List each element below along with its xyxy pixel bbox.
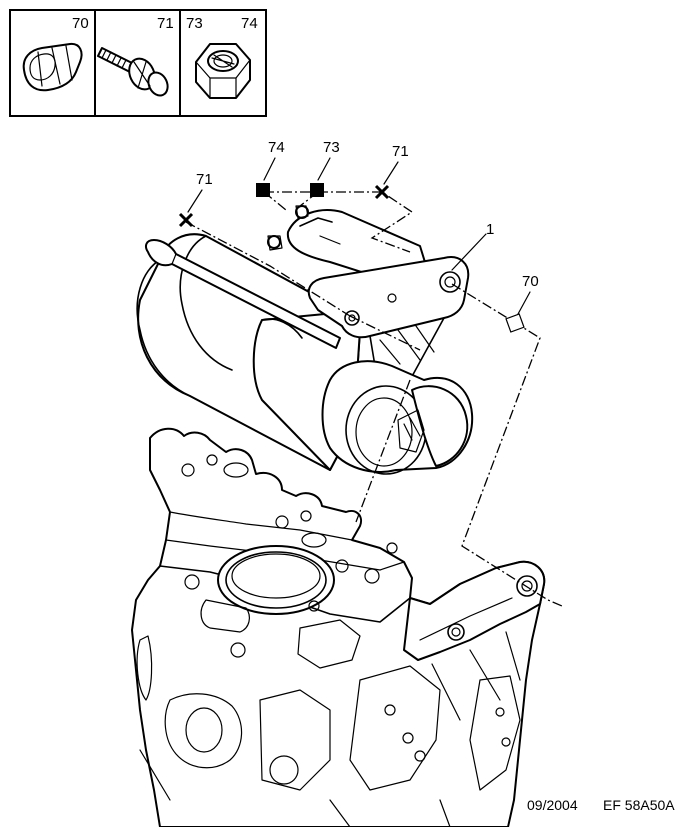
legend-cell-73-74: 73 74 [186,15,258,99]
bell-housing-flange [403,560,546,721]
fastener-markers [178,183,525,333]
legend-ref-70: 70 [72,15,89,32]
hex-nut-icon [195,43,251,99]
parts-legend: 70 71 73 74 [9,9,267,117]
legend-ref-73: 73 [186,15,203,32]
callout-74: 74 [268,139,285,156]
bolt-icon [97,47,169,97]
legend-cell-70: 70 [22,15,89,92]
drawing-reference: EF 58A50A [603,797,675,813]
callout-1: 1 [486,221,494,238]
drive-pinion-housing [321,360,474,475]
callout-71-top: 71 [392,143,409,160]
head-bolt-holes [181,454,398,658]
drawing-date: 09/2004 [527,797,578,813]
callout-73: 73 [323,139,340,156]
engine-block [131,427,546,827]
bolt-71-marker-left [178,212,194,228]
drawing-footer: 09/2004 EF 58A50A [527,797,675,813]
bolt-71-marker-top [374,184,390,200]
nut-74-marker [256,183,270,197]
legend-ref-71: 71 [157,15,174,32]
starter-motor [136,205,474,475]
callout-71-left: 71 [196,171,213,188]
nut-73-marker [310,183,324,197]
callout-70: 70 [522,273,539,290]
clip-nut-icon [22,42,83,92]
legend-cell-71: 71 [97,15,174,97]
cylinder-bore [217,545,335,615]
clip-70-marker [505,313,525,333]
legend-ref-74: 74 [241,15,258,32]
callouts: 74 73 71 71 1 70 [187,139,539,315]
